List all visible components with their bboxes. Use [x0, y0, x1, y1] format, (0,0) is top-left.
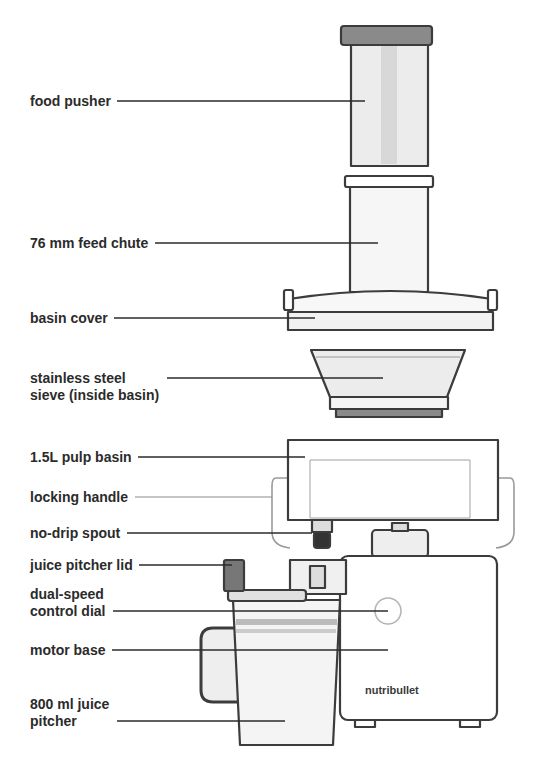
part-label: 800 ml juice pitcher	[30, 696, 111, 730]
part-label: juice pitcher lid	[30, 557, 133, 574]
brand-logo: nutribullet	[365, 684, 419, 697]
part-label: stainless steel sieve (inside basin)	[30, 370, 161, 404]
part-label: 76 mm feed chute	[30, 235, 148, 252]
part-label: food pusher	[30, 93, 111, 110]
leader-line	[167, 377, 383, 378]
leader-line	[114, 317, 315, 318]
leader-line	[117, 720, 285, 721]
part-label: 1.5L pulp basin	[30, 449, 132, 466]
leader-line	[127, 532, 312, 533]
leader-line	[113, 610, 388, 611]
leader-line	[139, 564, 232, 565]
leader-line	[138, 456, 305, 457]
leader-line	[112, 649, 388, 650]
leader-line	[155, 242, 378, 243]
leader-line	[135, 497, 272, 498]
part-label: basin cover	[30, 310, 108, 327]
part-label: no-drip spout	[30, 525, 120, 542]
part-label: dual-speed control dial	[30, 586, 107, 620]
leader-line	[117, 100, 365, 101]
part-label: locking handle	[30, 489, 128, 506]
part-label: motor base	[30, 642, 105, 659]
